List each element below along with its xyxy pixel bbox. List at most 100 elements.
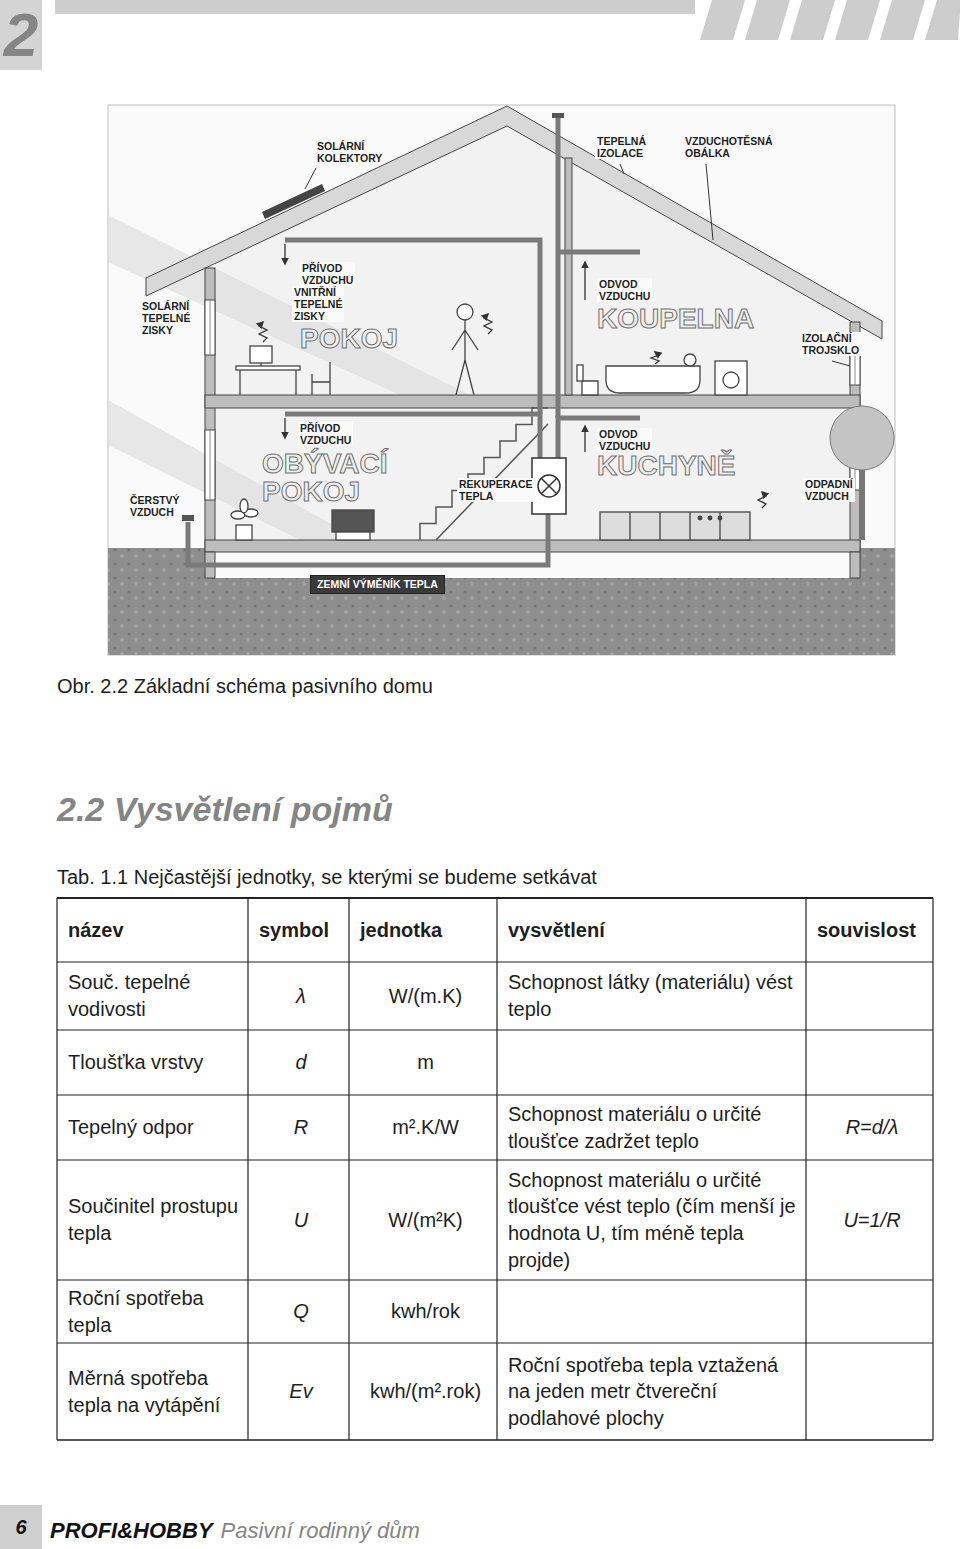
house-illustration-part-part [708,516,712,520]
house-illustration-part [538,475,560,497]
table-cell-text: U=1/R [843,1207,900,1234]
table-cell: d [248,1030,349,1095]
callout-label: TEPELNÁ IZOLACE [595,135,648,159]
table-cell: m².K/W [349,1095,497,1160]
house-illustration-part-part [336,532,370,540]
table-grid-part [57,897,933,899]
house-illustration-part-part [284,244,285,264]
table-cell: R [248,1095,349,1160]
table-cell-text: Souč. tepelné vodivosti [68,969,242,1022]
callout-label: ODVOD VZDUCHU [597,278,652,302]
callout-label-text: VZDUCHOTĚSNÁ OBÁLKA [683,135,775,159]
room-name: OBÝVACÍ POKOJ [262,450,388,506]
house-illustration-part-part [457,304,473,320]
house-illustration-part-part [577,365,583,381]
chapter-number-box: 2 [0,0,42,70]
callout-label-text: ODVOD VZDUCHU [597,428,652,452]
callout-label: PŘÍVOD VZDUCHU [300,262,355,286]
table-cell-text: m [417,1049,434,1076]
footer-title-text: Pasivní rodinný dům [221,1518,420,1544]
figure-caption: Obr. 2.2 Základní schéma pasivního domu [57,675,433,698]
house-illustration-part-part [452,320,478,395]
callout-label-text: ODPADNÍ VZDUCH [803,478,855,502]
box-text: 2 [4,4,38,66]
house-illustration-part-part [832,361,850,366]
house-illustration-part-part [584,426,585,452]
callout-label-text: IZOLAČNÍ TROJSKLO [800,332,861,356]
table-grid-part [57,1029,933,1030]
house-illustration-part-part [556,118,561,418]
table-cell-text: λ [296,983,306,1010]
table-cell-text: Schopnost materiálu o určité tloušťce za… [508,1101,800,1154]
table-cell-text: Tloušťka vrstvy [68,1049,203,1076]
table-cell-text: Součinitel prostupu tepla [68,1193,242,1246]
table-caption: Tab. 1.1 Nejčastější jednotky, se kterým… [57,866,597,889]
callout-label-text: TEPELNÁ IZOLACE [595,135,648,159]
callout-label: PŘÍVOD VZDUCHU [298,422,353,446]
table-cell-text: Roční spotřeba tepla vztažená na jeden m… [508,1352,800,1432]
table-cell-text: U [294,1207,308,1234]
house-illustration-part [532,458,566,514]
table-cell: W/(m.K) [349,962,497,1030]
page-header-part [745,0,790,40]
table-cell: R=d/λ [806,1095,933,1160]
table-header-cell-text: souvislost [817,919,916,942]
room-name-text: KOUPELNA [597,305,754,333]
house-illustration-part-part [715,361,747,395]
house-illustration-part [146,106,882,339]
room-name: KUCHYNĚ [597,452,735,480]
footer-title: Pasivní rodinný dům [221,1518,420,1544]
house-illustration-part [205,430,215,500]
table-cell-text: Ev [289,1378,312,1405]
table-header-cell-text: název [68,919,124,942]
house-illustration-part [420,408,548,540]
callout-label-text: ČERSTVÝ VZDUCH [128,494,182,518]
room-name-text: KUCHYNĚ [597,452,735,480]
table-cell: Roční spotřeba tepla vztažená na jeden m… [497,1343,806,1440]
table-cell-text: W/(m.K) [389,983,462,1010]
table-cell: Q [248,1280,349,1343]
table-cell-text: R=d/λ [846,1114,899,1141]
section-heading: 2.2 Vysvětlení pojmů [57,790,393,829]
table-cell: kwh/(m².rok) [349,1343,497,1440]
table-cell: kwh/rok [349,1280,497,1343]
page-header-part [700,0,745,40]
table-header-cell: jednotka [349,898,497,962]
table-grid-part [348,898,349,1440]
house-illustration-part-part [305,168,316,189]
house-illustration-part [188,118,640,565]
callout-label: SOLÁRNÍ TEPELNÉ ZISKY [140,300,192,336]
table-header-cell-text: vysvětlení [508,919,605,942]
house-illustration-part [205,395,860,408]
house-illustration-part [205,540,860,552]
house-illustration-part-part [684,354,696,366]
box-text: 6 [15,1516,26,1539]
table-grid-part [57,1342,933,1343]
house-illustration-part [210,300,211,355]
table-caption-text: Tab. 1.1 Nejčastější jednotky, se kterým… [57,866,597,889]
house-illustration-part-part [723,372,739,388]
table-cell: Roční spotřeba tepla [57,1280,248,1343]
footer-brand-text: PROFI&HOBBY [50,1518,213,1544]
table-cell: W/(m²K) [349,1160,497,1280]
table-cell: Ev [248,1343,349,1440]
table-cell-text: W/(m²K) [388,1207,462,1234]
table-grid-part [57,1279,933,1280]
house-illustration-part [182,515,194,521]
house-illustration-part [859,470,865,540]
ground-exchanger-box: ZEMNÍ VÝMĚNÍK TEPLA [310,575,445,594]
house-illustration-part [552,113,564,118]
page-header-part [835,0,880,40]
table-cell: Souč. tepelné vodivosti [57,962,248,1030]
house-illustration-part-part [260,363,261,366]
table-grid-part [56,898,57,1440]
table-cell: U [248,1160,349,1280]
house-illustration-part-part [630,512,720,540]
table-cell: Tepelný odpor [57,1095,248,1160]
callout-label-text: REKUPERACE TEPLA [457,478,535,502]
table-header-cell: název [57,898,248,962]
table-cell: Schopnost materiálu o určité tloušťce za… [497,1095,806,1160]
table-grid-part [57,1439,933,1441]
table-header-cell: symbol [248,898,349,962]
